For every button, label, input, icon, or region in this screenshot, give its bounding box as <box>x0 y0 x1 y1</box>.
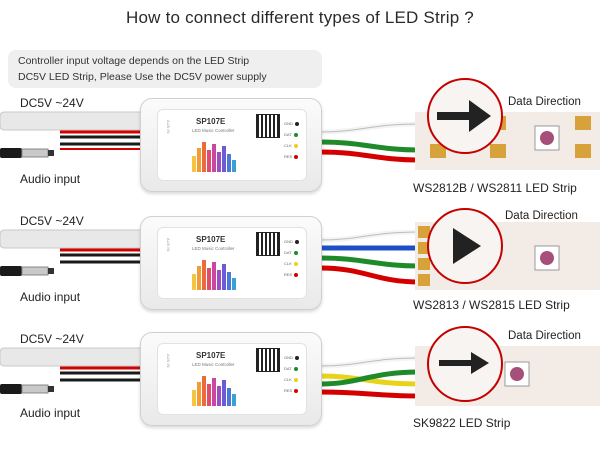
power-label: DC5V ~24V <box>20 214 84 228</box>
qr-code-icon <box>256 232 280 256</box>
aux-in-label: AUX IN <box>166 354 171 368</box>
pin-res: RES <box>284 385 302 396</box>
arrow-right-icon <box>439 352 489 374</box>
note-line-1: Controller input voltage depends on the … <box>18 55 250 67</box>
zoom-circle <box>427 326 503 402</box>
pin-labels: GND DAT CLK RES <box>284 118 302 162</box>
sp107e-controller: AUX IN SP107E LED Music Controller GND D… <box>140 216 322 310</box>
data-direction-label: Data Direction <box>505 210 578 222</box>
sp107e-controller: AUX IN SP107E LED Music Controller GND D… <box>140 332 322 426</box>
arrow-right-icon <box>437 100 491 132</box>
controller-subtitle: LED Music Controller <box>192 362 235 367</box>
qr-code-icon <box>256 114 280 138</box>
controller-model: SP107E <box>196 235 226 244</box>
pin-clk: CLK <box>284 258 302 269</box>
pin-clk: CLK <box>284 374 302 385</box>
connection-row-3: DC5V ~24V Audio input AUX IN SP107E LED … <box>0 326 600 468</box>
voltage-note: Controller input voltage depends on the … <box>8 50 322 88</box>
qr-code-icon <box>256 348 280 372</box>
page-title: How to connect different types of LED St… <box>126 8 474 27</box>
pin-dat: DAT <box>284 363 302 374</box>
pin-clk: CLK <box>284 140 302 151</box>
power-cable <box>0 229 151 249</box>
audio-jack <box>21 384 49 394</box>
audio-jack <box>21 266 49 276</box>
triangle-right-icon <box>453 228 481 264</box>
aux-in-label: AUX IN <box>166 238 171 252</box>
audio-label: Audio input <box>20 290 81 304</box>
spectrum-graphic <box>192 376 236 406</box>
zoom-circle <box>427 78 503 154</box>
spectrum-graphic <box>192 260 236 290</box>
controller-model: SP107E <box>196 351 226 360</box>
pin-gnd: GND <box>284 118 302 129</box>
data-direction-label: Data Direction <box>508 330 581 342</box>
pin-labels: GND DAT CLK RES <box>284 352 302 396</box>
aux-in-label: AUX IN <box>166 120 171 134</box>
strip-name: WS2813 / WS2815 LED Strip <box>413 298 570 312</box>
pin-gnd: GND <box>284 352 302 363</box>
connection-row-2: DC5V ~24V Audio input AUX IN SP107E LED … <box>0 208 600 350</box>
pin-gnd: GND <box>284 236 302 247</box>
note-line-2: DC5V LED Strip, Please Use the DC5V powe… <box>18 71 267 83</box>
pin-labels: GND DAT CLK RES <box>284 236 302 280</box>
power-label: DC5V ~24V <box>20 332 84 346</box>
controller-model: SP107E <box>196 117 226 126</box>
audio-label: Audio input <box>20 406 81 420</box>
audio-label: Audio input <box>20 172 81 186</box>
power-cable <box>0 347 151 367</box>
power-cable <box>0 111 151 131</box>
pin-res: RES <box>284 151 302 162</box>
zoom-circle <box>427 208 503 284</box>
strip-name: WS2812B / WS2811 LED Strip <box>413 181 577 195</box>
sp107e-controller: AUX IN SP107E LED Music Controller GND D… <box>140 98 322 192</box>
pin-dat: DAT <box>284 129 302 140</box>
pin-dat: DAT <box>284 247 302 258</box>
connection-row-1: DC5V ~24V Audio input AUX IN SP107E LED … <box>0 78 600 232</box>
controller-subtitle: LED Music Controller <box>192 246 235 251</box>
pin-res: RES <box>284 269 302 280</box>
controller-subtitle: LED Music Controller <box>192 128 235 133</box>
data-direction-label: Data Direction <box>508 96 581 108</box>
audio-jack <box>21 148 49 158</box>
spectrum-graphic <box>192 142 236 172</box>
power-label: DC5V ~24V <box>20 96 84 110</box>
strip-name: SK9822 LED Strip <box>413 416 511 430</box>
